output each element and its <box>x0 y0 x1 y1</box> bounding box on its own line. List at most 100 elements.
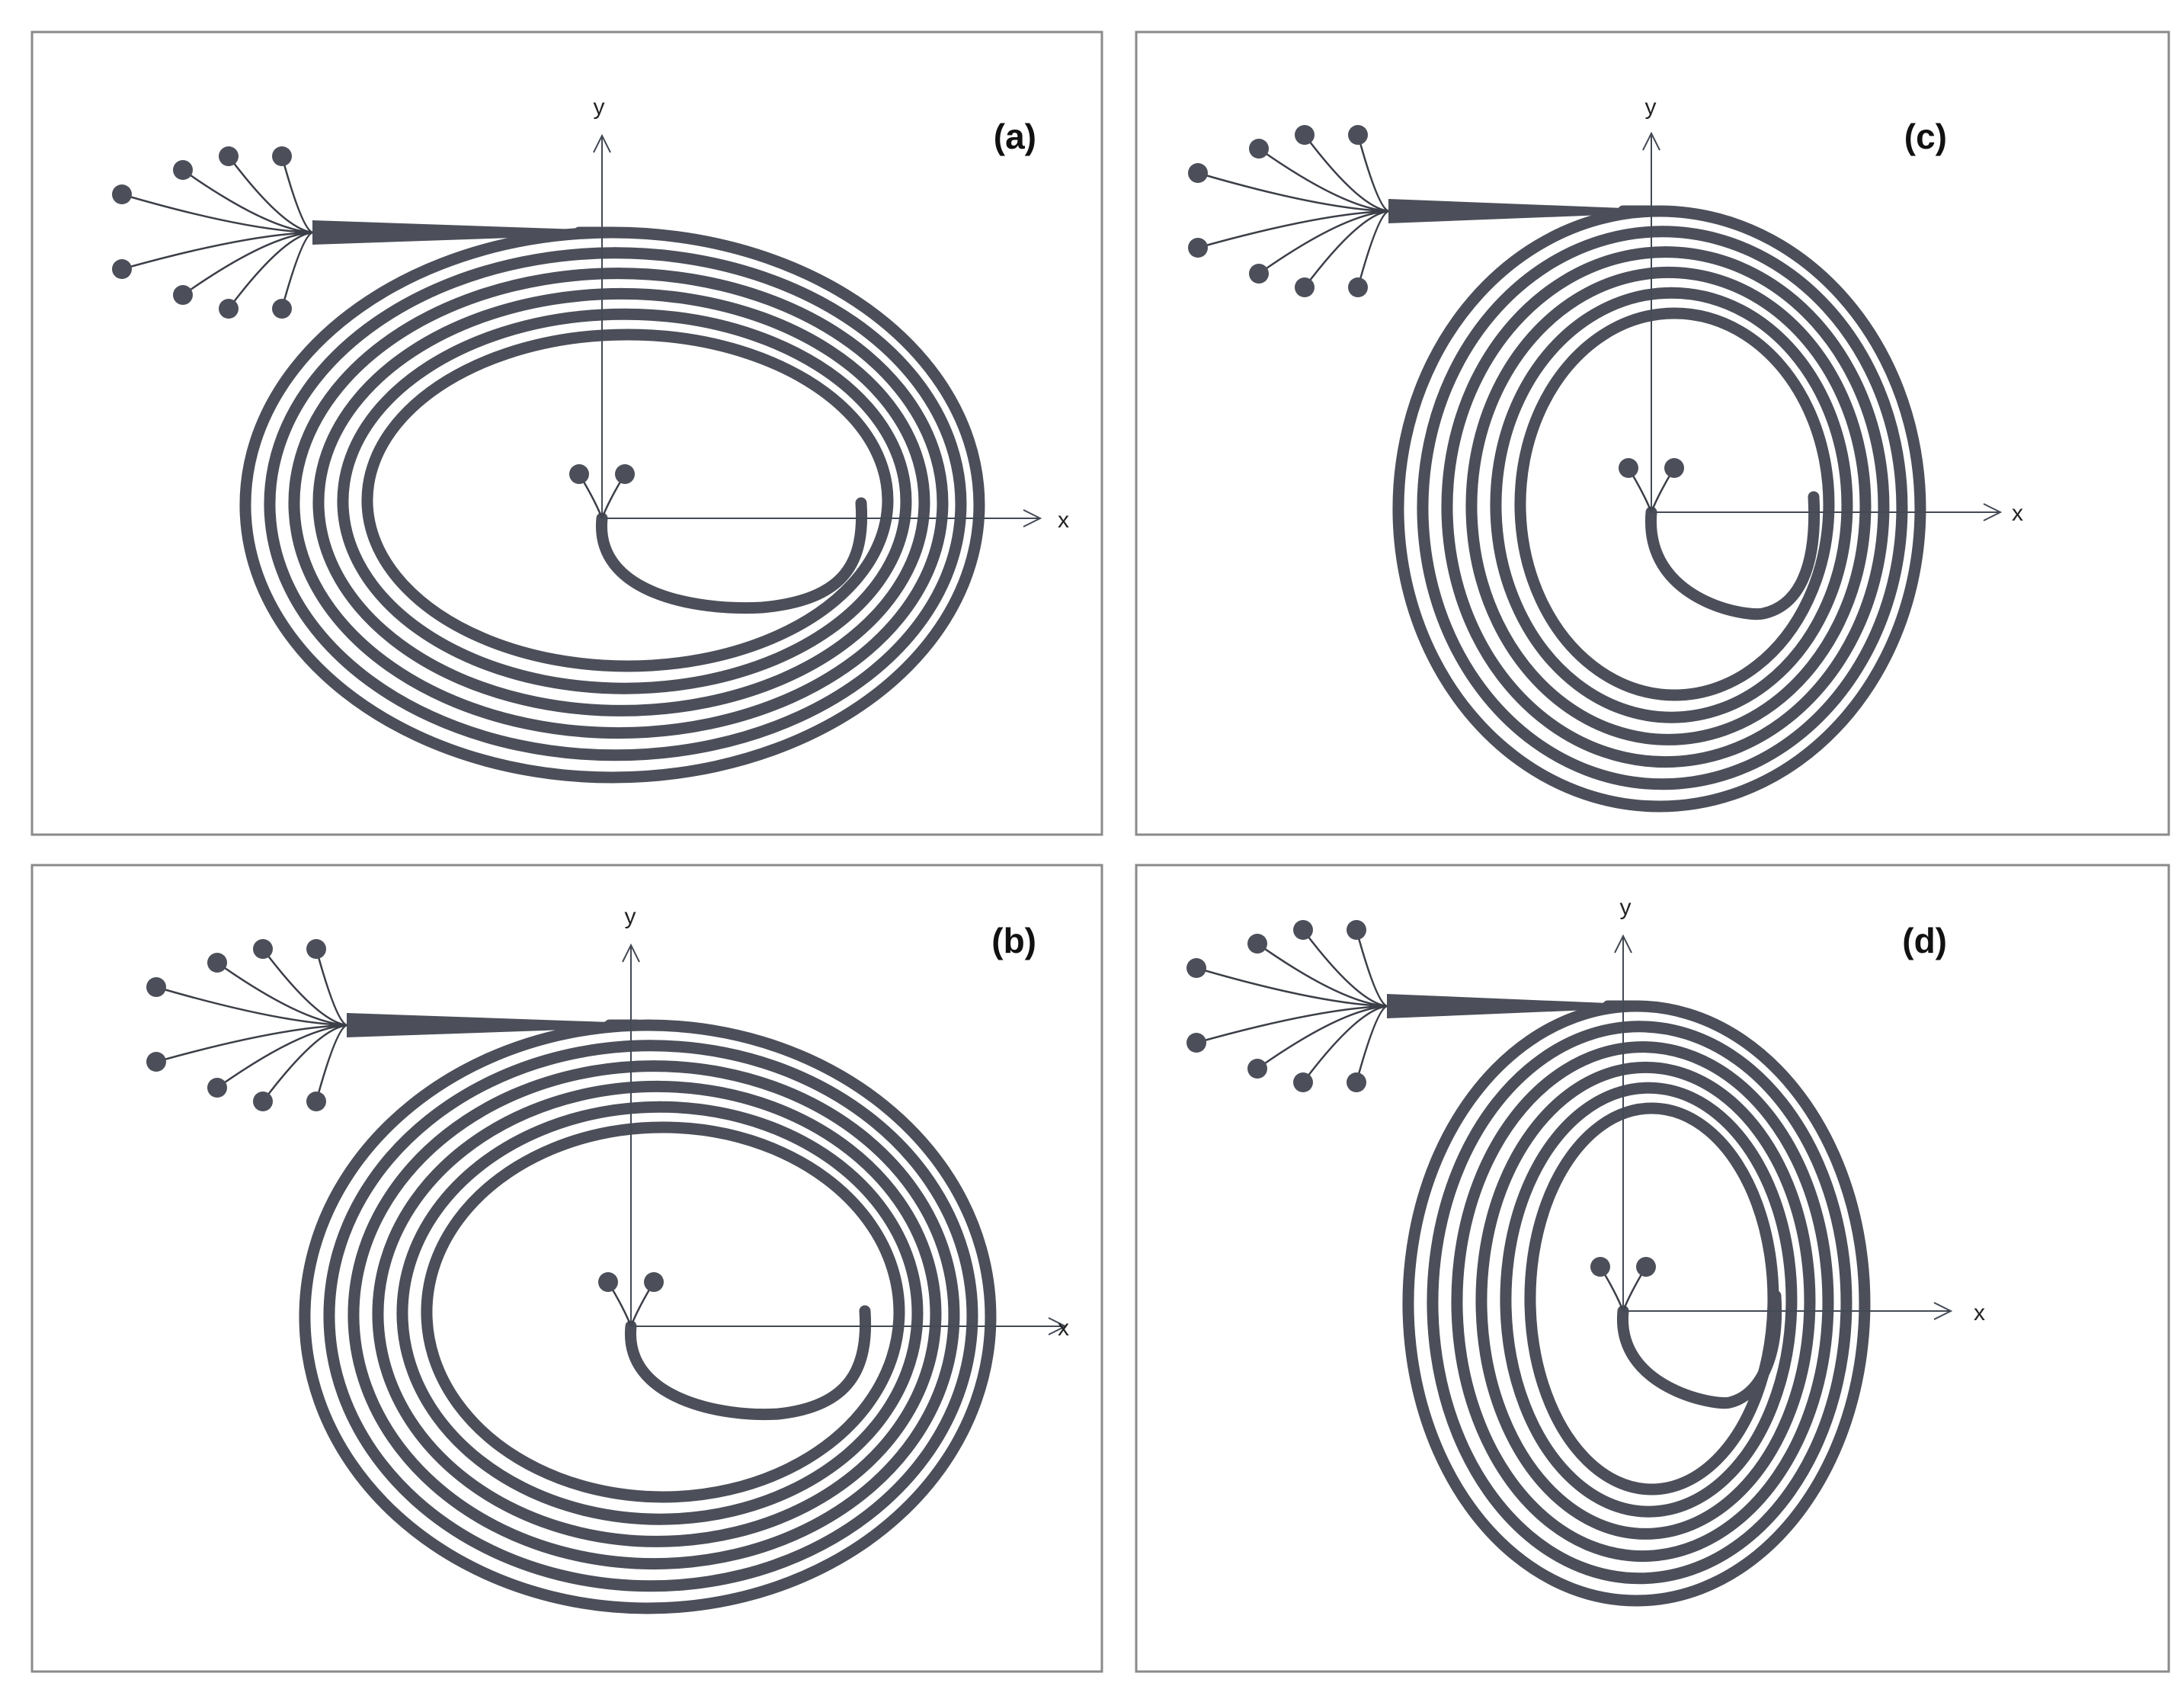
fiber-terminal-dot <box>1249 139 1269 159</box>
panel-d: xy(d) <box>1135 864 2170 1673</box>
panel-c: xy(c) <box>1135 30 2170 836</box>
panel-frame <box>30 864 1103 1673</box>
fiber-fan-out <box>146 939 347 1111</box>
fiber-terminal-dot <box>272 146 292 166</box>
fiber-strand <box>1258 210 1389 275</box>
fiber-terminal-dot <box>1347 920 1366 940</box>
x-axis-label: x <box>1974 1300 1985 1326</box>
fiber-strand <box>155 986 347 1027</box>
fiber-terminal-dot <box>219 146 239 166</box>
fan-out-taper <box>312 220 579 245</box>
fiber-terminal-dot <box>272 299 292 319</box>
coil-turn <box>1514 307 1835 701</box>
fiber-terminal-dot <box>112 184 132 204</box>
fiber-terminal-dot <box>306 939 326 959</box>
inner-fiber-pair <box>1590 1257 1656 1312</box>
x-axis-arrow <box>1048 1317 1068 1335</box>
fiber-terminal-dot <box>306 1092 326 1111</box>
fiber-terminal-dot <box>1247 1059 1267 1079</box>
fiber-terminal-dot <box>253 939 273 959</box>
fiber-strand <box>1302 1005 1388 1083</box>
x-axis-arrow <box>1023 509 1042 527</box>
fiber-terminal-dot <box>598 1272 618 1292</box>
fiber-terminal-dot <box>173 285 193 305</box>
fiber-fan-out <box>1186 920 1388 1092</box>
coil-turn <box>337 308 912 694</box>
coil-turn <box>1427 1021 1853 1585</box>
fiber-strand <box>228 155 313 234</box>
spiral-coil <box>1402 1000 1871 1607</box>
fiber-terminal-dot <box>173 160 193 180</box>
y-axis-arrow <box>593 133 611 153</box>
coil-turn <box>1451 1041 1834 1563</box>
fiber-strand <box>1197 172 1389 213</box>
fiber-terminal-dot <box>1348 277 1368 297</box>
fiber-strand <box>1257 942 1388 1008</box>
coil-turn <box>1402 1000 1871 1607</box>
fiber-terminal-dot <box>146 977 166 997</box>
panel-a: xy(a) <box>30 30 1103 836</box>
fiber-terminal-dot <box>207 1078 227 1098</box>
panel-label: (c) <box>1904 117 1947 156</box>
fiber-strand <box>1355 1005 1388 1083</box>
fiber-terminal-dot <box>1293 920 1313 940</box>
fiber-terminal-dot <box>1186 958 1206 978</box>
fiber-strand <box>1356 210 1389 288</box>
coil-turn <box>288 268 949 739</box>
inner-fiber-pair <box>1619 458 1684 513</box>
fiber-terminal-dot <box>1348 125 1368 145</box>
fiber-terminal-dot <box>1619 458 1638 478</box>
fiber-terminal-dot <box>1664 458 1684 478</box>
spiral-coil <box>1392 205 1926 813</box>
fiber-terminal-dot <box>253 1092 273 1111</box>
inner-return-loop <box>1645 491 1821 620</box>
fiber-terminal-dot <box>1186 1033 1206 1053</box>
coil-turn <box>1490 287 1853 723</box>
fiber-strand <box>1356 134 1389 213</box>
coil-turn <box>1417 226 1908 790</box>
fiber-strand <box>228 231 313 309</box>
y-axis-arrow <box>622 943 640 963</box>
axes: xy <box>593 95 1069 533</box>
spiral-coil <box>239 226 985 784</box>
y-axis-label: y <box>625 904 636 929</box>
fiber-strand <box>155 1024 347 1063</box>
fiber-terminal-dot <box>1188 163 1208 183</box>
coil-turn <box>312 287 930 716</box>
fiber-strand <box>1257 1005 1388 1070</box>
fiber-strand <box>182 168 313 234</box>
coil-turn <box>1465 266 1872 745</box>
fiber-terminal-dot <box>1249 264 1269 284</box>
fiber-terminal-dot <box>1636 1257 1656 1277</box>
panel-label: (d) <box>1902 921 1947 960</box>
axes: xy <box>1642 95 2023 526</box>
fan-out-taper <box>1388 199 1623 223</box>
fiber-strand <box>280 231 313 309</box>
axes: xy <box>622 904 1069 1341</box>
y-axis-arrow <box>1642 131 1660 151</box>
fiber-strand <box>1304 210 1389 288</box>
fiber-terminal-dot <box>1347 1072 1366 1092</box>
coil-turn <box>1475 1061 1816 1540</box>
coil-turn <box>239 226 985 784</box>
fiber-strand <box>216 1024 347 1089</box>
fiber-terminal-dot <box>1295 277 1315 297</box>
fiber-terminal-dot <box>1247 934 1267 954</box>
fiber-terminal-dot <box>1295 125 1315 145</box>
coil-turn <box>1524 1102 1779 1495</box>
coil-turn <box>347 1060 960 1570</box>
fan-out-taper <box>1387 994 1608 1018</box>
fiber-terminal-dot <box>569 464 589 484</box>
fiber-strand <box>1196 1005 1388 1044</box>
panel-frame <box>1135 30 2170 836</box>
fiber-strand <box>315 948 347 1027</box>
inner-return-loop <box>596 497 868 614</box>
coil-turn <box>361 329 894 672</box>
fiber-terminal-dot <box>112 259 132 279</box>
fiber-strand <box>1258 147 1389 213</box>
panel-label: (b) <box>991 921 1036 960</box>
fiber-terminal-dot <box>219 299 239 319</box>
coil-turn <box>323 1040 978 1592</box>
axes: xy <box>1614 895 1985 1326</box>
